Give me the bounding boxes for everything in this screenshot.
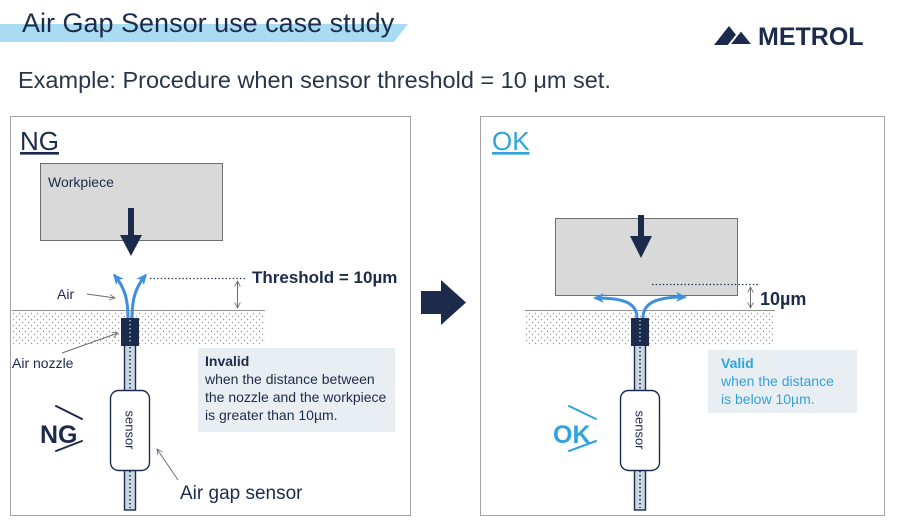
arrow-down-icon: [120, 208, 142, 256]
ng-air-gap-sensor: sensor: [109, 318, 151, 511]
ng-info-background: [198, 348, 395, 432]
ng-push-arrow-head: [120, 235, 142, 256]
ok-air-gap-sensor: sensor: [619, 318, 661, 511]
ok-air-stream-right: [641, 292, 687, 320]
subtitle: Example: Procedure when sensor threshold…: [18, 67, 611, 93]
logo-wordmark: METROL: [758, 23, 864, 51]
workpiece-label: Workpiece: [48, 174, 114, 190]
ok-info-line: when the distance: [720, 373, 834, 389]
sensor-callout: Air gap sensor: [157, 449, 303, 504]
ng-air-stream-right: [130, 273, 147, 320]
ng-sensor-body: [109, 389, 151, 472]
air-label: Air: [57, 286, 74, 302]
ng-info-title: Invalid: [205, 353, 249, 369]
ok-push-arrow-shaft: [638, 215, 644, 238]
air-leader-line: [86, 293, 115, 298]
air-gap-sensor-caption: Air gap sensor: [180, 483, 303, 504]
slide-title: Air Gap Sensor use case study: [22, 8, 395, 38]
header: Air Gap Sensor use case study METROL Exa…: [0, 8, 864, 93]
ok-sensor-body-label: sensor: [633, 410, 648, 450]
ok-stamp-stroke-top: [568, 405, 597, 420]
ng-air-flow: [113, 273, 147, 320]
air-nozzle-label: Air nozzle: [12, 355, 74, 371]
ng-stamp-stroke-bottom: [55, 440, 83, 452]
threshold-marker: Threshold = 10µm: [150, 268, 397, 308]
metrol-logo-icon: [714, 26, 756, 46]
ng-info-line: is greater than 10µm.: [205, 407, 338, 423]
ng-workpiece: Workpiece: [40, 163, 223, 241]
ok-stamp: OK: [553, 405, 597, 452]
arrow-right-icon: [421, 280, 466, 325]
ng-air-stream-left: [113, 273, 130, 320]
ng-info-line: when the distance between: [204, 371, 375, 387]
ok-info-box: Valid when the distance is below 10µm.: [708, 350, 857, 413]
ok-surface-texture: [525, 311, 775, 345]
ok-air-stream-left: [593, 293, 639, 320]
ok-stamp-stroke-bottom: [568, 440, 597, 452]
ok-info-background: [708, 350, 857, 413]
ng-sensor-body-label: sensor: [123, 410, 138, 450]
ok-gap-marker: 10µm: [652, 283, 806, 309]
ok-air-flow: [593, 292, 687, 320]
air-callout: Air: [57, 286, 115, 302]
sensor-leader-line: [157, 449, 179, 481]
arrow-down-icon: [630, 215, 652, 258]
ng-info-line: the nozzle and the workpiece: [205, 389, 387, 405]
ok-sensor-body: [619, 389, 661, 472]
ng-stamp: NG: [40, 405, 83, 452]
threshold-label: Threshold = 10µm: [252, 268, 397, 287]
ok-heading: OK: [492, 126, 530, 156]
ok-stamp-text: OK: [553, 421, 591, 449]
ok-gap-label: 10µm: [760, 289, 806, 309]
ok-floor-surface: [525, 310, 775, 345]
nozzle-leader-line: [61, 333, 118, 354]
ng-panel: NG Workpiece sensor Thr: [10, 116, 411, 516]
ng-stamp-text: NG: [40, 421, 78, 449]
ok-panel: OK 10µm sensor Va: [480, 116, 885, 516]
ok-workpiece-block: [555, 218, 738, 296]
metrol-logo: METROL: [714, 23, 864, 51]
ok-push-arrow-head: [630, 236, 652, 258]
logo-peak-front: [726, 28, 756, 46]
ok-info-title: Valid: [721, 355, 754, 371]
title-banner: [0, 24, 408, 42]
ok-info-line: is below 10µm.: [721, 391, 815, 407]
ng-push-arrow-shaft: [128, 208, 134, 238]
nozzle-callout: Air nozzle: [12, 333, 118, 371]
ng-heading: NG: [20, 126, 59, 156]
ng-info-box: Invalid when the distance between the no…: [198, 348, 395, 432]
ng-stamp-stroke-top: [55, 405, 83, 420]
